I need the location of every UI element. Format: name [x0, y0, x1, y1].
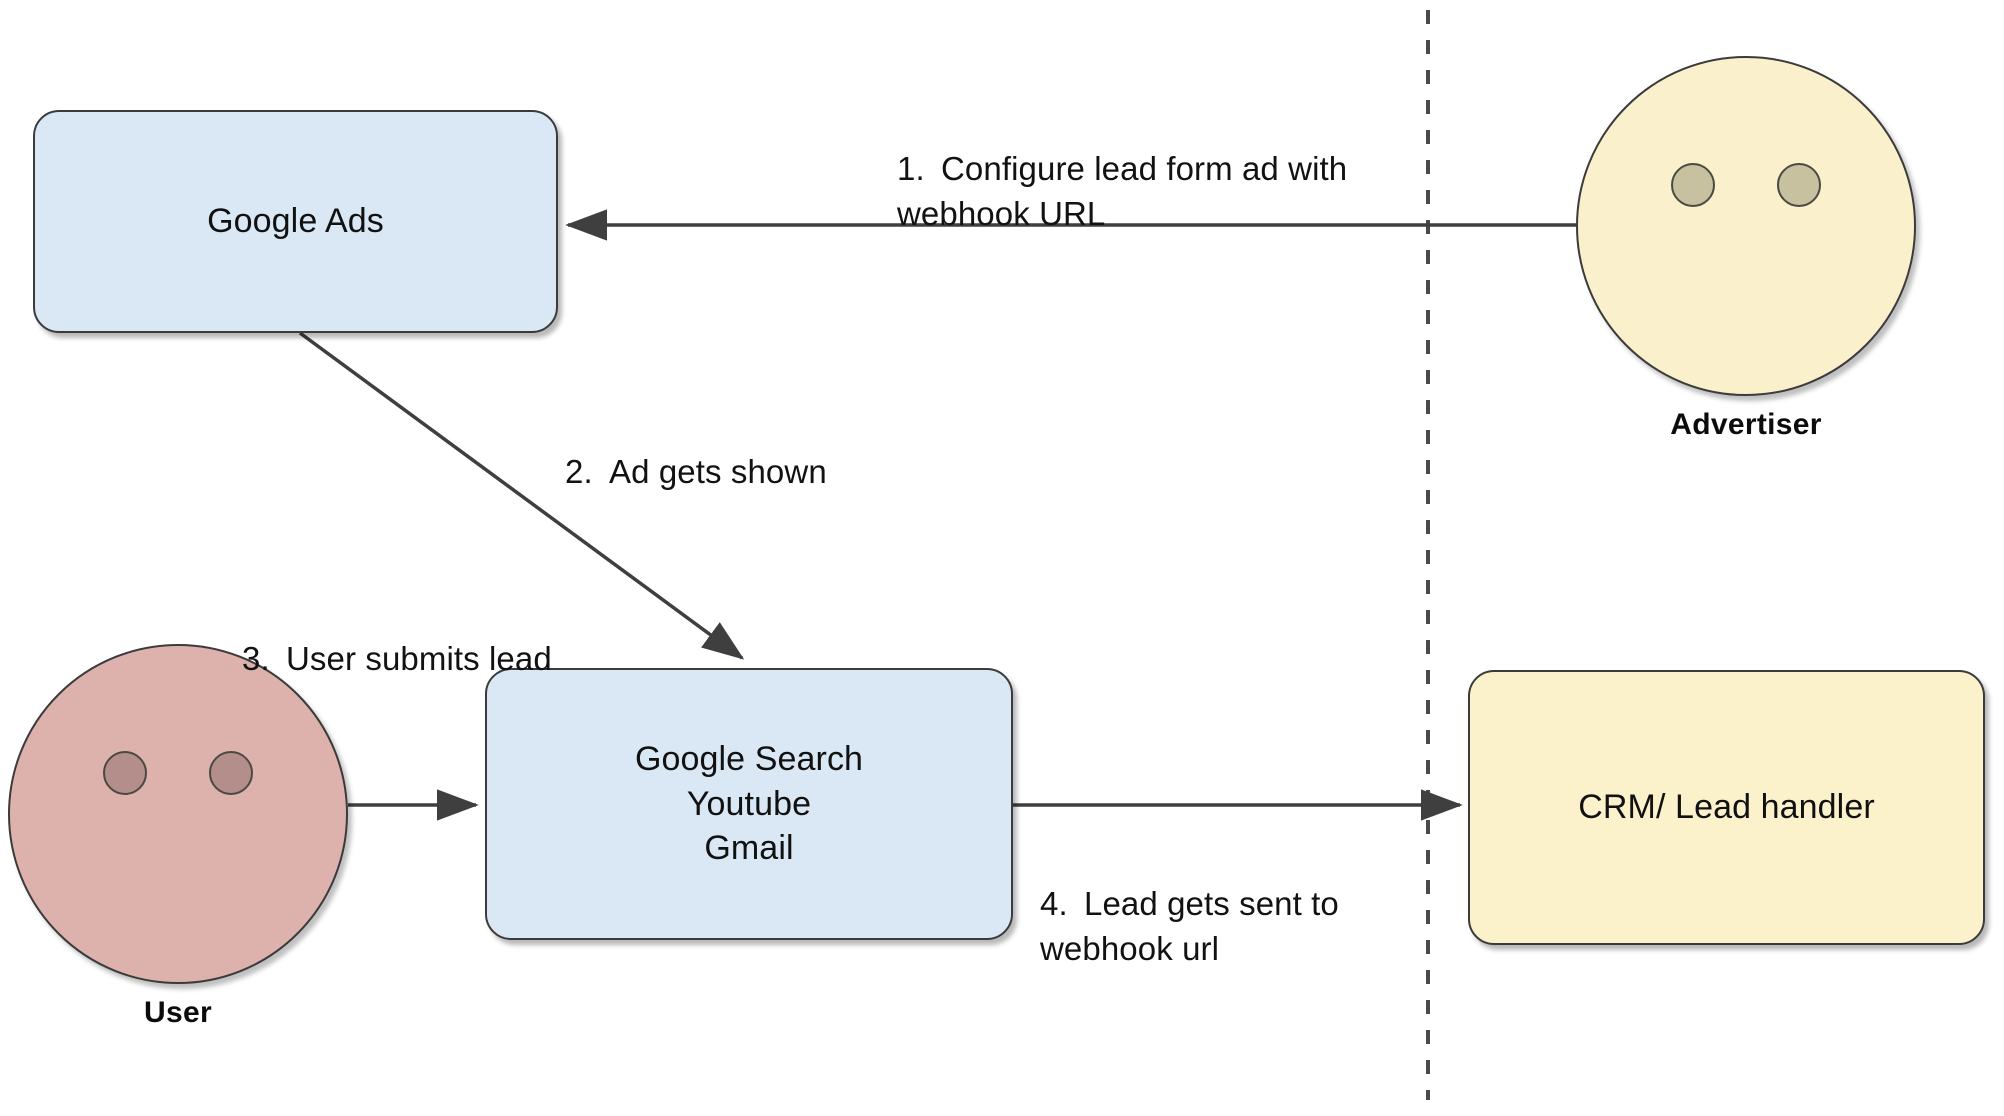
edge-label-step-4: 4.Lead gets sent to webhook url: [1040, 837, 1440, 972]
connector-google-ads-to-surfaces: [298, 331, 745, 660]
node-google-ads[interactable]: Google Ads: [33, 110, 558, 333]
advertiser-left-eye-icon: [1671, 163, 1715, 207]
advertiser-right-eye-icon: [1777, 163, 1821, 207]
actor-advertiser-label: Advertiser: [1670, 408, 1822, 441]
edge-label-step-2-number: 2.: [565, 452, 593, 490]
user-right-eye-icon: [209, 751, 253, 795]
advertiser-face-icon: [1576, 56, 1916, 396]
node-google-surfaces-label: Google Search Youtube Gmail: [634, 739, 864, 868]
user-face-icon: [8, 644, 348, 984]
edge-label-step-3-text: User submits lead: [286, 639, 552, 677]
edge-label-step-3: 3. User submits lead: [242, 592, 662, 682]
actor-user-label: User: [144, 996, 212, 1029]
edge-label-step-1: 1.Configure lead form ad with webhook UR…: [897, 102, 1367, 237]
edge-label-step-2-text: Ad gets shown: [609, 452, 827, 490]
user-left-eye-icon: [103, 751, 147, 795]
actor-user[interactable]: User: [8, 644, 348, 1029]
edge-label-step-3-number: 3.: [242, 639, 270, 677]
node-crm-lead-handler-label: CRM/ Lead handler: [1578, 788, 1875, 827]
edge-label-step-2: 2. Ad gets shown: [565, 405, 985, 495]
node-google-ads-label: Google Ads: [207, 202, 384, 241]
node-crm-lead-handler[interactable]: CRM/ Lead handler: [1468, 670, 1985, 945]
node-google-surfaces[interactable]: Google Search Youtube Gmail: [485, 668, 1013, 940]
edge-label-step-4-number: 4.: [1040, 884, 1068, 922]
edge-label-step-4-text: Lead gets sent to webhook url: [1040, 884, 1339, 967]
edge-label-step-1-text: Configure lead form ad with webhook URL: [897, 149, 1348, 232]
actor-advertiser[interactable]: Advertiser: [1576, 56, 1916, 441]
edge-label-step-1-number: 1.: [897, 149, 925, 187]
